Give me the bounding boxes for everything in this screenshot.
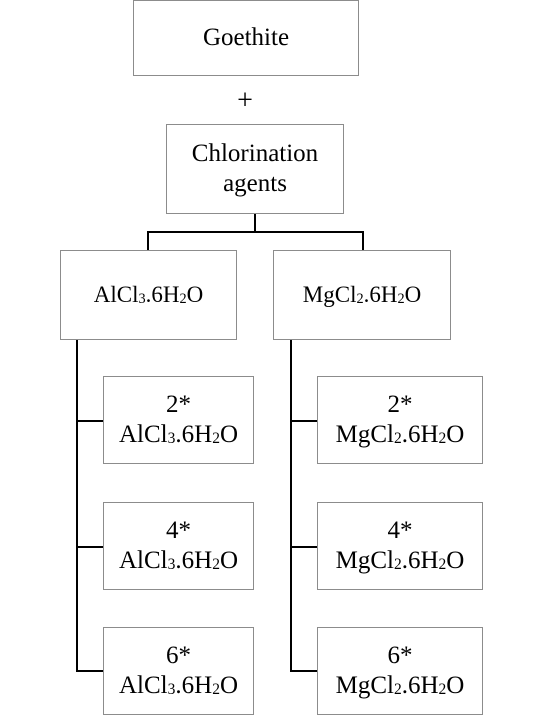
connector-agents-down [254,214,256,233]
mgcl2-trunk-line [290,340,292,672]
alcl3-tick-2 [76,546,103,548]
alcl3-child-2x: 2* AlCl3.6H2O [103,376,254,464]
alcl3-tick-1 [76,420,103,422]
mgcl2-tick-1 [290,420,317,422]
alcl3-child-4x: 4* AlCl3.6H2O [103,502,254,590]
chlorination-agents-box: Chlorination agents [166,124,344,214]
mgcl2-child-2x-multiplier: 2* [387,390,413,418]
mgcl2-tick-2 [290,546,317,548]
alcl3-child-6x-formula: AlCl3.6H2O [119,672,238,699]
alcl3-child-2x-multiplier: 2* [166,390,191,418]
connector-to-mgcl2 [362,231,364,250]
alcl3-trunk-line [76,340,78,672]
mgcl2-child-2x: 2* MgCl2.6H2O [317,376,483,464]
alcl3-child-6x-multiplier: 6* [166,641,191,669]
mgcl2-tick-3 [290,670,317,672]
mgcl2-child-6x-multiplier: 6* [387,641,413,669]
alcl3-child-4x-multiplier: 4* [166,516,191,544]
mgcl2-branch-label: MgCl2.6H2O [302,281,422,308]
agents-line1: Chlorination [191,139,319,167]
mgcl2-child-6x-formula: MgCl2.6H2O [335,672,465,699]
mgcl2-child-4x: 4* MgCl2.6H2O [317,502,483,590]
mgcl2-child-4x-multiplier: 4* [387,516,413,544]
mgcl2-child-6x: 6* MgCl2.6H2O [317,627,483,715]
alcl3-branch-box: AlCl3.6H2O [60,250,237,340]
mgcl2-branch-box: MgCl2.6H2O [273,250,451,340]
alcl3-child-2x-formula: AlCl3.6H2O [119,421,238,448]
connector-to-alcl3 [147,231,149,250]
plus-sign: + [237,85,253,116]
connector-branch-horizontal [147,231,364,233]
alcl3-branch-label: AlCl3.6H2O [93,281,204,308]
mgcl2-child-2x-formula: MgCl2.6H2O [335,421,465,448]
goethite-box: Goethite [133,0,359,76]
alcl3-child-6x: 6* AlCl3.6H2O [103,627,254,715]
agents-line2: agents [223,170,287,197]
alcl3-tick-3 [76,670,103,672]
alcl3-child-4x-formula: AlCl3.6H2O [119,547,238,574]
goethite-label: Goethite [202,23,290,51]
mgcl2-child-4x-formula: MgCl2.6H2O [335,547,465,574]
